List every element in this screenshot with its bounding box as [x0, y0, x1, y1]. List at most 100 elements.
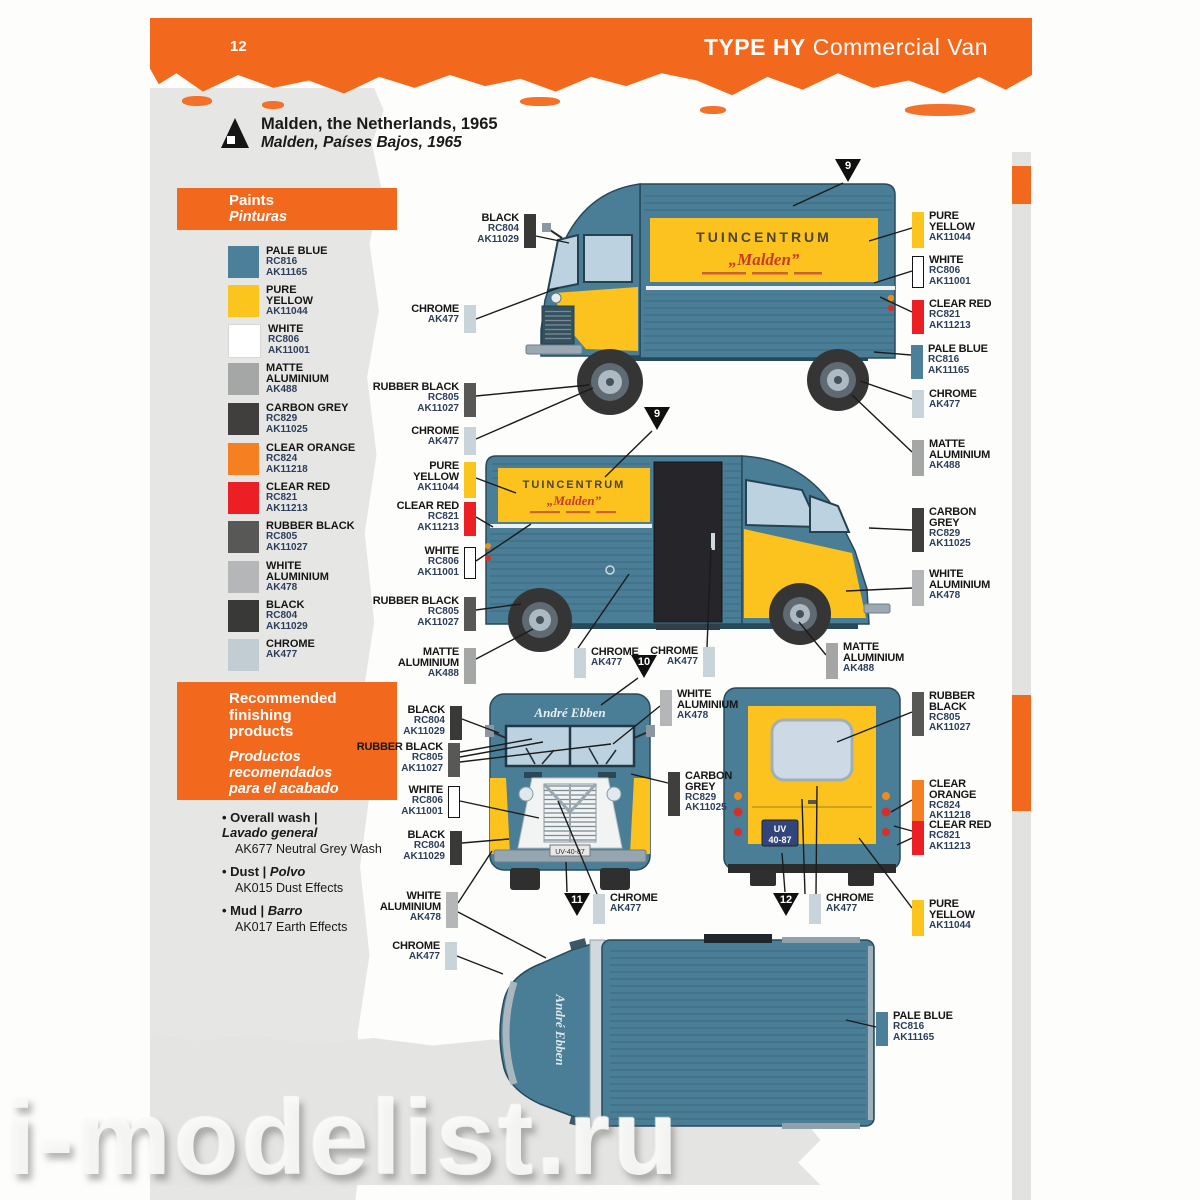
roof-ribs	[610, 946, 866, 1120]
callout-paint-code: RC804	[413, 714, 445, 726]
van-side-view-left-facing: TUINCENTRUM „Malden”	[525, 183, 896, 415]
sign-line1-text: TUINCENTRUM	[696, 229, 832, 245]
rear-plate-line2: 40-87	[768, 835, 791, 845]
finishing-item-label: • Dust | Polvo	[222, 864, 306, 879]
callout-swatch	[464, 383, 476, 417]
paint-name: ALUMINIUM	[266, 373, 329, 385]
callout-swatch	[464, 648, 476, 684]
door-window	[583, 234, 633, 283]
paint-name: BLACK	[266, 599, 305, 611]
callout-paint-code: RC806	[929, 264, 961, 276]
callout-swatch	[912, 300, 924, 334]
callout-paint-name: PURE	[929, 210, 959, 222]
callout-paint-code: AK11044	[929, 231, 971, 243]
paint-swatch	[228, 285, 259, 317]
cab-script-text: André Ebben	[533, 705, 605, 720]
rear-bumper	[728, 864, 896, 873]
finishing-item-product: AK017 Earth Effects	[235, 920, 348, 934]
callout-swatch	[574, 648, 586, 678]
page-number: 12	[230, 38, 247, 55]
page-title: TYPE HY Commercial Van	[704, 34, 988, 61]
callout-paint-code: RC805	[427, 391, 459, 403]
left-headlight	[518, 786, 534, 802]
callout-paint-name: CHROME	[392, 940, 440, 952]
callout-paint-code: RC806	[427, 555, 459, 567]
callout-paint-name: BLACK	[481, 212, 520, 224]
callout-swatch	[450, 831, 462, 865]
torn-paper-fleck	[700, 106, 726, 114]
callout-paint-name: YELLOW	[413, 470, 459, 483]
callout-paint-name: CHROME	[826, 892, 874, 904]
finishing-item-label: • Overall wash |	[222, 810, 318, 825]
paint-code: RC806	[268, 334, 300, 345]
callout-swatch	[703, 647, 715, 677]
callout-paint-name: WHITE	[929, 568, 964, 580]
paint-name: CLEAR RED	[266, 481, 331, 493]
subject-line-en: Malden, the Netherlands, 1965	[261, 115, 498, 133]
callout-paint-code: RC829	[685, 791, 717, 803]
callout-swatch	[524, 214, 536, 248]
paints-title-es: Pinturas	[229, 209, 288, 225]
paint-code: AK11027	[266, 541, 308, 553]
callout-swatch	[448, 786, 460, 818]
callout-paint-code: AK11025	[929, 538, 971, 550]
paint-name: WHITE	[266, 560, 302, 572]
callout-paint-name: BLACK	[407, 829, 446, 841]
callout-paint-code: AK11001	[417, 566, 459, 578]
callout-paint-code: RC821	[929, 308, 961, 320]
callout-paint-code: AK11213	[929, 840, 971, 852]
windshield	[546, 233, 579, 292]
callout-paint-name: RUBBER BLACK	[372, 595, 459, 607]
front-bumper	[502, 980, 518, 1086]
callout-paint-name: ALUMINIUM	[379, 900, 441, 913]
paint-code: RC824	[266, 453, 298, 464]
callout-paint-code: RC805	[411, 751, 443, 763]
paint-swatch	[228, 246, 259, 278]
torn-paper-fleck	[520, 97, 560, 106]
callout-paint-name: WHITE	[408, 784, 444, 796]
sign-line2-text: „Malden”	[547, 493, 602, 508]
callout-paint-code: AK11165	[893, 1031, 935, 1043]
callout-paint-code: AK478	[409, 911, 441, 923]
page-title-regular: Commercial Van	[812, 34, 988, 60]
callout-paint-name: ALUMINIUM	[843, 651, 905, 664]
callout-swatch	[593, 894, 605, 924]
paint-code: AK11218	[266, 463, 308, 475]
callout-paint-name: CHROME	[591, 646, 639, 658]
finishing-item-label: • Mud | Barro	[222, 903, 303, 918]
callout-swatch	[912, 212, 924, 248]
edge-strip-orange-top	[1012, 166, 1031, 204]
callout-paint-code: AK477	[591, 656, 623, 668]
sign-line2-text: „Malden”	[729, 250, 800, 269]
callout-swatch	[912, 780, 924, 824]
paint-code: AK11213	[266, 502, 308, 514]
paint-code: AK11165	[266, 266, 308, 278]
callout-paint-code: AK477	[408, 950, 440, 962]
callout-swatch	[668, 772, 680, 816]
